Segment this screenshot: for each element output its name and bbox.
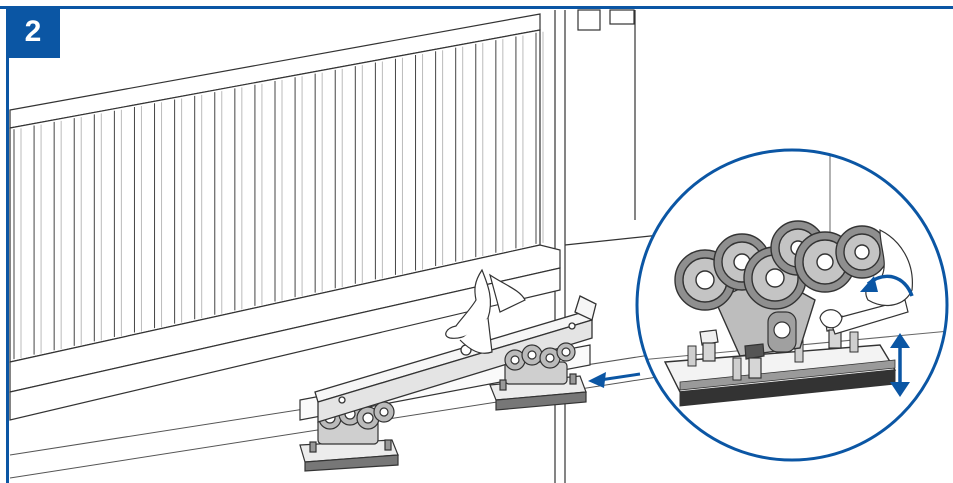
step-number-badge: 2: [6, 6, 60, 58]
pointer-arrow: [588, 372, 641, 388]
middle-carriage: [489, 342, 587, 411]
hand: [445, 268, 526, 354]
magnifier: [635, 148, 949, 462]
gate-slats: [13, 31, 544, 360]
adjust-arrow: [890, 333, 910, 397]
frame-top-rule: [0, 6, 953, 9]
frame-left-rule: [6, 6, 9, 483]
steel-beam: [314, 295, 597, 423]
wall-pillar: [554, 9, 661, 483]
magnified-carriage-detail: [639, 150, 947, 407]
rotate-arrow: [860, 274, 914, 297]
